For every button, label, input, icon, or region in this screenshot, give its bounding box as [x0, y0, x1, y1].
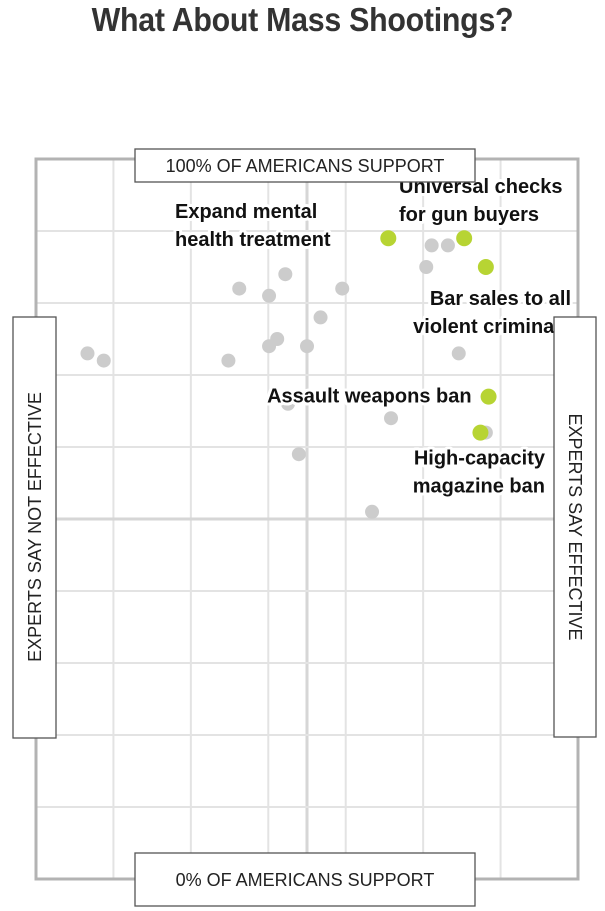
chart-title: What About Mass Shootings?	[91, 1, 514, 38]
point-label-line: Expand mental	[175, 201, 317, 223]
points	[80, 230, 497, 519]
point-other	[300, 339, 314, 354]
point-other	[440, 238, 455, 253]
point-other	[291, 447, 306, 462]
point-label-line: health treatment	[175, 229, 331, 251]
y-top-label: 100% OF AMERICANS SUPPORT	[166, 156, 445, 176]
point-other	[80, 346, 95, 361]
point-other	[232, 281, 247, 296]
point-other	[281, 396, 296, 411]
point-other	[221, 353, 236, 368]
point-label-line: Assault weapons ban	[267, 386, 472, 408]
point-label-line: magazine ban	[413, 476, 545, 498]
point-label: Bar sales to all violent criminals	[413, 288, 571, 338]
point-other	[365, 504, 380, 519]
point-other	[96, 353, 111, 368]
y-top-label-box: 100% OF AMERICANS SUPPORT	[134, 148, 476, 183]
grid	[36, 159, 578, 879]
point-label-line: Bar sales to all	[430, 288, 571, 310]
point-other	[262, 288, 277, 303]
x-right-label-box: EXPERTS SAY EFFECTIVE	[553, 316, 597, 738]
point-highlighted	[477, 259, 494, 275]
point-other	[313, 310, 328, 325]
point-label-line: High-capacity	[414, 448, 546, 470]
point-label-line: for gun buyers	[399, 204, 539, 226]
point-other	[384, 411, 399, 426]
y-bottom-label: 0% OF AMERICANS SUPPORT	[176, 870, 435, 890]
point-other	[278, 267, 293, 282]
point-label-line: violent criminals	[413, 316, 571, 338]
point-highlighted	[472, 424, 489, 441]
point-other	[419, 260, 434, 274]
point-label: Expand mental health treatment	[175, 201, 331, 251]
point-label: High-capacity magazine ban	[413, 448, 546, 498]
y-bottom-label-box: 0% OF AMERICANS SUPPORT	[134, 852, 476, 907]
x-left-label-box: EXPERTS SAY NOT EFFECTIVE	[12, 316, 57, 739]
point-other	[451, 346, 466, 361]
point-label: Assault weapons ban	[267, 386, 472, 408]
point-highlighted	[480, 388, 497, 405]
point-other	[335, 281, 350, 296]
point-highlighted	[456, 230, 473, 247]
point-other	[424, 238, 439, 253]
x-left-label: EXPERTS SAY NOT EFFECTIVE	[25, 392, 45, 662]
point-other	[262, 339, 277, 354]
point-highlighted	[380, 230, 397, 247]
x-right-label: EXPERTS SAY EFFECTIVE	[565, 413, 585, 640]
